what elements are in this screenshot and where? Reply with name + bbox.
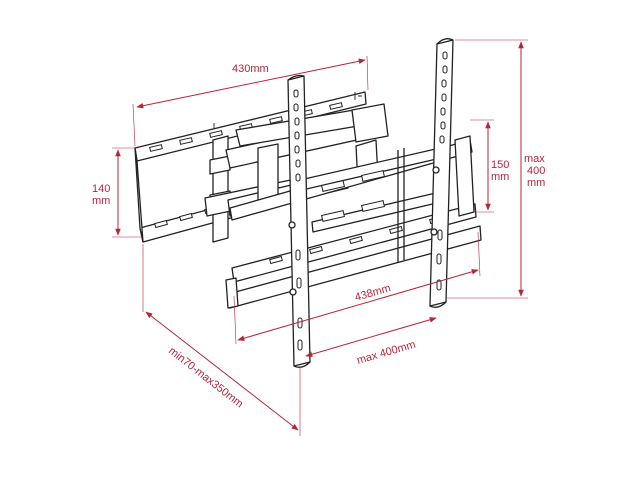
right-outer-label-line1: max bbox=[524, 153, 545, 165]
dimension-right-outer-height: max 400 mm bbox=[446, 39, 545, 299]
right-bar-holes bbox=[436, 51, 448, 291]
right-vertical-bar bbox=[429, 38, 454, 308]
dimension-left-height: 140 mm bbox=[92, 147, 142, 238]
dimension-right-inner-height: 150 mm bbox=[470, 119, 509, 213]
right-outer-label-line2: 400 bbox=[527, 165, 545, 177]
extension-label: min70-max350mm bbox=[166, 345, 245, 411]
right-inner-label-value: 150 bbox=[491, 159, 509, 171]
dimension-top-width: 430mm bbox=[132, 55, 369, 147]
top-width-label: 430mm bbox=[232, 63, 269, 75]
right-inner-label-unit: mm bbox=[491, 171, 509, 183]
dimension-extension: min70-max350mm bbox=[142, 244, 301, 436]
left-height-label-value: 140 bbox=[92, 183, 110, 195]
left-height-label-unit: mm bbox=[92, 195, 110, 207]
dimension-bottom-vesa: max 400mm bbox=[305, 317, 437, 367]
bottom-vesa-label: max 400mm bbox=[356, 339, 417, 367]
right-outer-label-line3: mm bbox=[527, 177, 545, 189]
